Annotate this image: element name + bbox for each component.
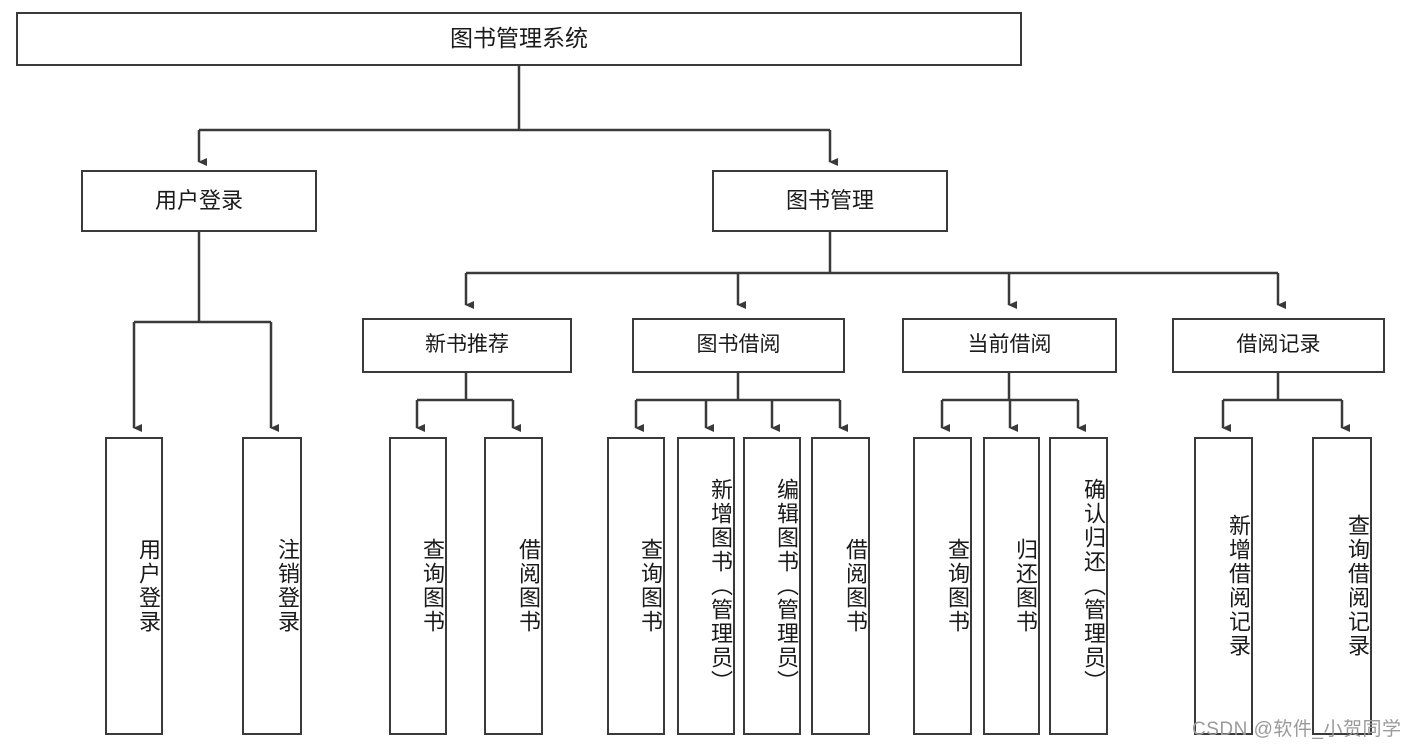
- node-label: 借阅图书: [516, 538, 541, 634]
- leaf-query-book-current[interactable]: 查询图书: [913, 437, 972, 735]
- node-book-borrow[interactable]: 图书借阅: [632, 318, 845, 373]
- node-label: 注销登录: [275, 538, 300, 634]
- node-label: 用户登录: [136, 538, 161, 634]
- leaf-query-borrow-record[interactable]: 查询借阅记录: [1312, 437, 1372, 735]
- leaf-borrow-book[interactable]: 借阅图书: [811, 437, 870, 735]
- csdn-watermark: CSDN @软件_小贺同学: [1192, 719, 1402, 740]
- leaf-edit-book-admin[interactable]: 编辑图书（管理员）: [743, 437, 801, 735]
- leaf-add-borrow-record[interactable]: 新增借阅记录: [1194, 437, 1253, 735]
- leaf-query-book-recommend[interactable]: 查询图书: [389, 437, 447, 735]
- leaf-logout-login[interactable]: 注销登录: [242, 437, 302, 735]
- node-label: 查询图书: [420, 538, 445, 634]
- leaf-user-login[interactable]: 用户登录: [105, 437, 163, 735]
- node-label: 新增图书（管理员）: [708, 478, 733, 694]
- node-label: 查询借阅记录: [1345, 514, 1370, 658]
- node-label: 图书借阅: [696, 333, 781, 357]
- node-label: 借阅记录: [1236, 333, 1321, 357]
- node-book-management[interactable]: 图书管理: [712, 170, 948, 232]
- node-label: 用户登录: [154, 188, 243, 214]
- leaf-return-book[interactable]: 归还图书: [983, 437, 1040, 735]
- leaf-query-book-borrow[interactable]: 查询图书: [607, 437, 665, 735]
- node-label: 归还图书: [1013, 538, 1038, 634]
- node-label: 借阅图书: [843, 538, 868, 634]
- node-user-login[interactable]: 用户登录: [81, 170, 317, 232]
- node-label: 图书管理: [785, 188, 874, 214]
- node-label: 查询图书: [945, 538, 970, 634]
- node-label: 当前借阅: [967, 333, 1052, 357]
- node-label: 图书管理系统: [450, 25, 588, 52]
- node-borrow-record[interactable]: 借阅记录: [1172, 318, 1385, 373]
- node-label: 确认归还（管理员）: [1081, 478, 1106, 694]
- leaf-borrow-book-recommend[interactable]: 借阅图书: [484, 437, 543, 735]
- node-label: 查询图书: [638, 538, 663, 634]
- node-current-borrow[interactable]: 当前借阅: [902, 318, 1117, 373]
- node-label: 新书推荐: [425, 333, 509, 357]
- node-new-book-recommend[interactable]: 新书推荐: [362, 318, 572, 373]
- node-label: 编辑图书（管理员）: [774, 478, 799, 694]
- leaf-confirm-return-admin[interactable]: 确认归还（管理员）: [1049, 437, 1108, 735]
- node-label: 新增借阅记录: [1226, 514, 1251, 658]
- node-root-book-management-system[interactable]: 图书管理系统: [16, 12, 1022, 66]
- leaf-add-book-admin[interactable]: 新增图书（管理员）: [677, 437, 735, 735]
